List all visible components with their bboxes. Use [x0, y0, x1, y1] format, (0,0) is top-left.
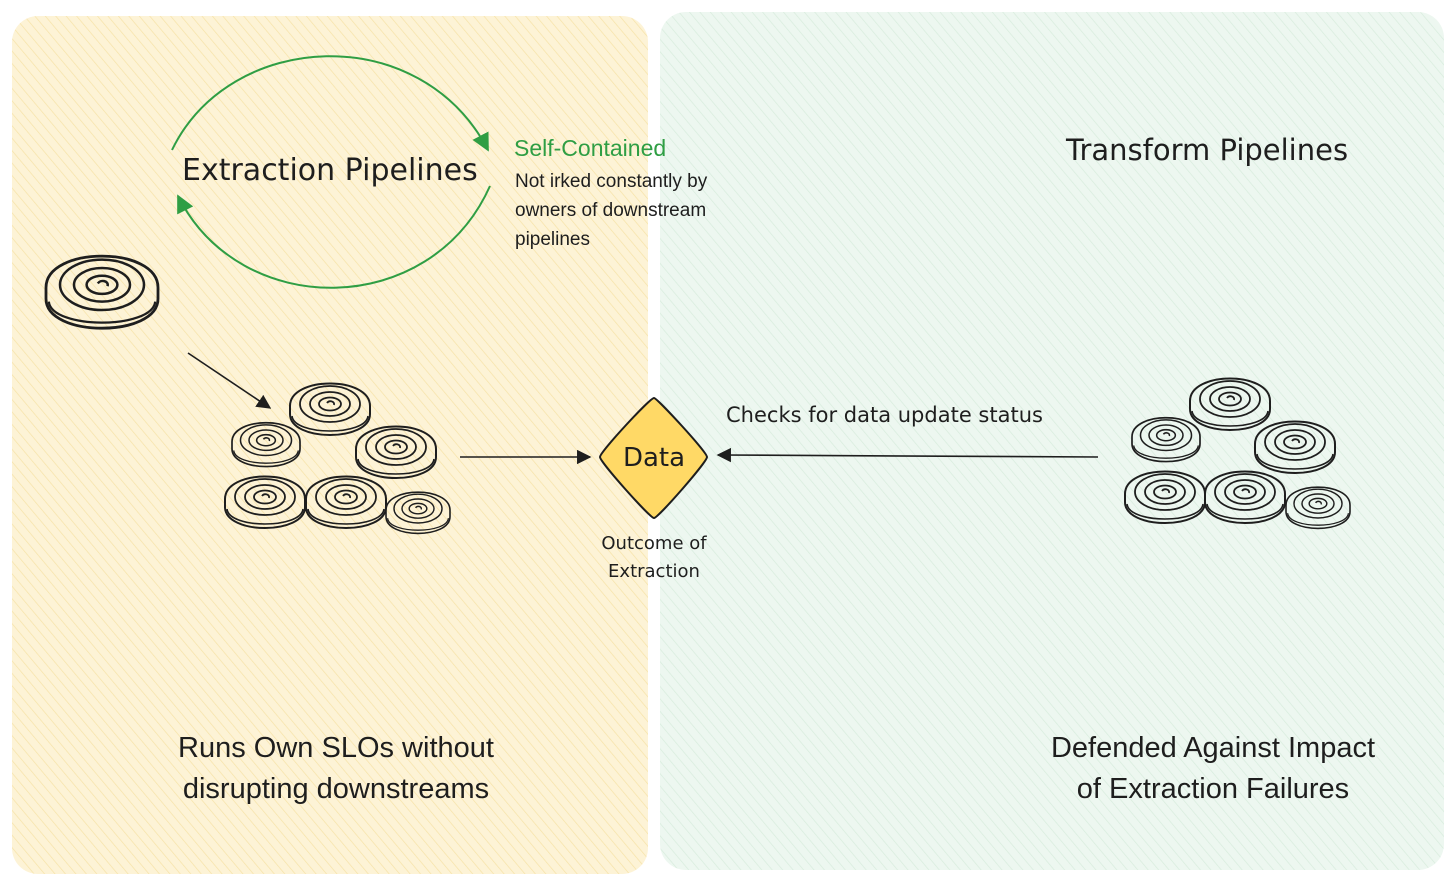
loop-arrow-top — [171, 55, 489, 152]
self-contained-heading: Self-Contained — [514, 135, 666, 161]
annotation-line-2: owners of downstream — [515, 200, 706, 221]
data-caption-line-2: Extraction — [608, 561, 700, 582]
left-caption-line-2: disrupting downstreams — [183, 773, 489, 805]
data-node-label: Data — [623, 443, 685, 473]
extraction-zone — [12, 16, 648, 874]
right-caption-line-2: of Extraction Failures — [1077, 773, 1349, 805]
extraction-pipelines-title: Extraction Pipelines — [182, 153, 478, 188]
check-status-label: Checks for data update status — [726, 403, 1043, 427]
loop-arrow-bottom — [177, 185, 491, 289]
arrow-single-to-cluster — [187, 352, 272, 409]
transform-zone — [660, 12, 1444, 870]
annotation-line-1: Not irked constantly by — [515, 171, 708, 192]
transform-pipelines-title: Transform Pipelines — [1065, 133, 1348, 167]
right-caption-line-1: Defended Against Impact — [1051, 732, 1375, 764]
data-node — [598, 396, 709, 520]
data-caption-line-1: Outcome of — [601, 533, 707, 554]
left-caption-line-1: Runs Own SLOs without — [178, 732, 494, 764]
annotation-line-3: pipelines — [515, 229, 590, 250]
arrow-transform-to-data — [716, 447, 1099, 463]
